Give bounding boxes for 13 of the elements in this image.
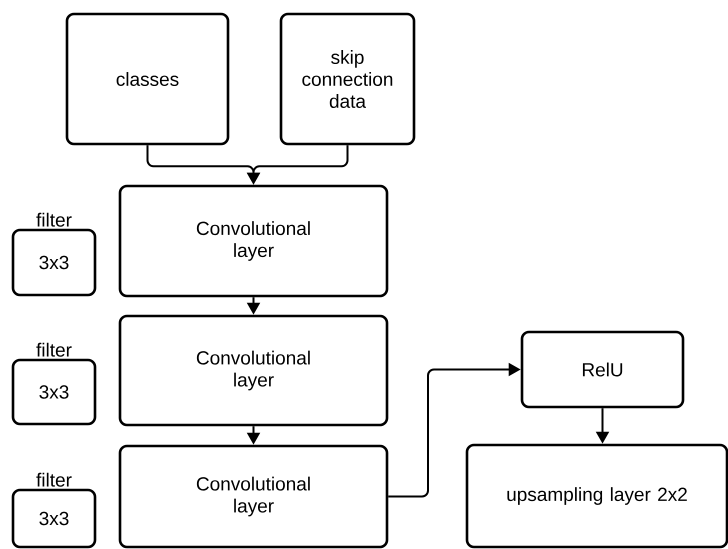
layer-box: Convolutional layer <box>118 184 388 298</box>
filter-box: 3x3 <box>12 228 96 296</box>
filter-label: filter <box>36 212 72 227</box>
input-box: skip connection data <box>280 12 416 146</box>
activation-box: RelU <box>520 330 684 408</box>
filter-box: 3x3 <box>12 488 96 548</box>
layer-box: Convolutional layer <box>118 314 388 426</box>
filter-label: filter <box>36 342 72 357</box>
filter-box: 3x3 <box>12 358 96 426</box>
input-box: classes <box>66 12 230 146</box>
layer-box: Convolutional layer <box>118 444 388 548</box>
filter-label: filter <box>36 472 72 487</box>
layer-box: upsampling layer 2x2 <box>466 444 728 548</box>
